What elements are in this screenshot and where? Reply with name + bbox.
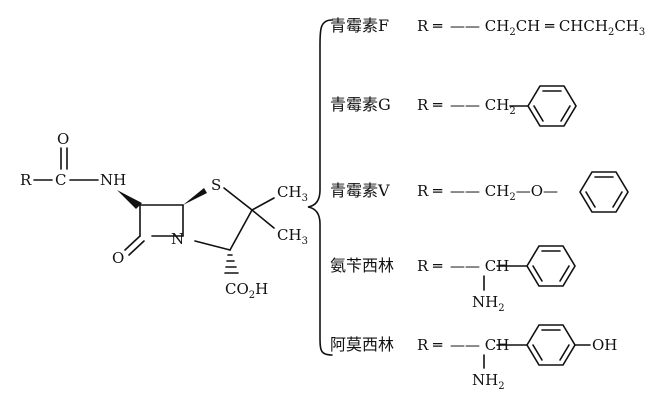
substituent-formula: —— CH (450, 336, 509, 354)
variant-name: 青霉素V (330, 181, 390, 200)
substituent-formula: —— CH2 (450, 96, 516, 117)
methyl-lower-label: CH3 (277, 226, 308, 247)
wedge-bond-nh (117, 190, 142, 209)
variant-penicillin-f: 青霉素F R ═ —— CH2CH ═ CHCH2CH3 (330, 16, 645, 38)
curly-brace (307, 19, 333, 356)
penicillin-core-structure: R C O NH N O S CH3 CH3 (20, 130, 308, 301)
hydroxyl-label: OH (592, 336, 617, 354)
variant-penicillin-g: 青霉素G R ═ —— CH2 (330, 85, 577, 127)
lactam-oxygen-label: O (112, 249, 124, 267)
variant-ampicillin: 氨苄西林 R ═ —— CH NH2 (330, 245, 576, 314)
amine-label: NH2 (472, 293, 505, 314)
lactam-nitrogen-label: N (171, 230, 184, 248)
variant-name: 青霉素G (330, 95, 391, 114)
r-equals: R ═ (417, 17, 443, 35)
lactam-co-bond-1 (124, 235, 141, 251)
thiazolidine-c-c (229, 209, 253, 251)
r-equals: R ═ (417, 257, 443, 275)
substituent-formula: —— CH2CH ═ CHCH2CH3 (450, 17, 645, 38)
methyl-upper-label: CH3 (277, 183, 308, 204)
r-equals: R ═ (417, 96, 443, 114)
benzene-ring (579, 171, 629, 213)
r-equals: R ═ (417, 182, 443, 200)
variant-name: 青霉素F (330, 16, 389, 35)
carbonyl-carbon-label: C (55, 171, 66, 189)
r-equals: R ═ (417, 336, 443, 354)
amide-nh-label: NH (100, 171, 126, 189)
benzene-ring (526, 245, 576, 287)
substituent-formula: —— CH2—O— (450, 182, 558, 203)
thiazolidine-c-n (194, 240, 231, 251)
benzene-ring (526, 324, 576, 366)
thiazolidine-s-c (223, 187, 253, 211)
substituent-formula: —— CH (450, 257, 509, 275)
methyl-bond-upper (251, 197, 275, 211)
amine-label: NH2 (472, 371, 505, 392)
wedge-bond-s-side (183, 188, 207, 205)
sulfur-label: S (211, 176, 221, 194)
lactam-co-bond-2 (128, 240, 145, 256)
variant-name: 阿莫西林 (330, 335, 394, 354)
carboxyl-label: CO2H (225, 280, 268, 301)
hashed-bond-co2h (224, 254, 239, 274)
methyl-bond-lower (251, 209, 275, 229)
variant-amoxicillin: 阿莫西林 R ═ —— CH NH2 OH (330, 324, 617, 392)
variant-name: 氨苄西林 (330, 256, 394, 275)
benzene-ring (527, 85, 577, 127)
r-group-label: R (20, 171, 32, 189)
variant-penicillin-v: 青霉素V R ═ —— CH2—O— (330, 171, 629, 213)
carbonyl-oxygen-label: O (57, 130, 69, 148)
